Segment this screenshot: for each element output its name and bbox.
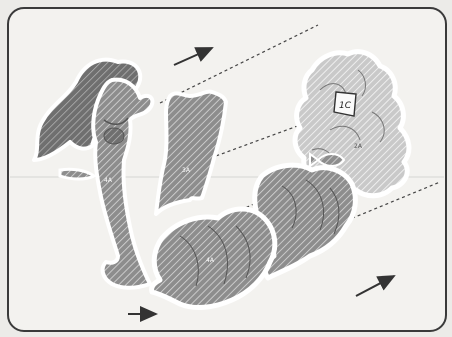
shell-piece-label: 4A — [206, 257, 215, 264]
tail-piece-label: 3A — [182, 167, 191, 174]
right-shell-label: 2A — [354, 143, 363, 150]
mermaid-piece-label: 4A — [104, 177, 113, 184]
tag-label: 1C — [339, 101, 352, 111]
